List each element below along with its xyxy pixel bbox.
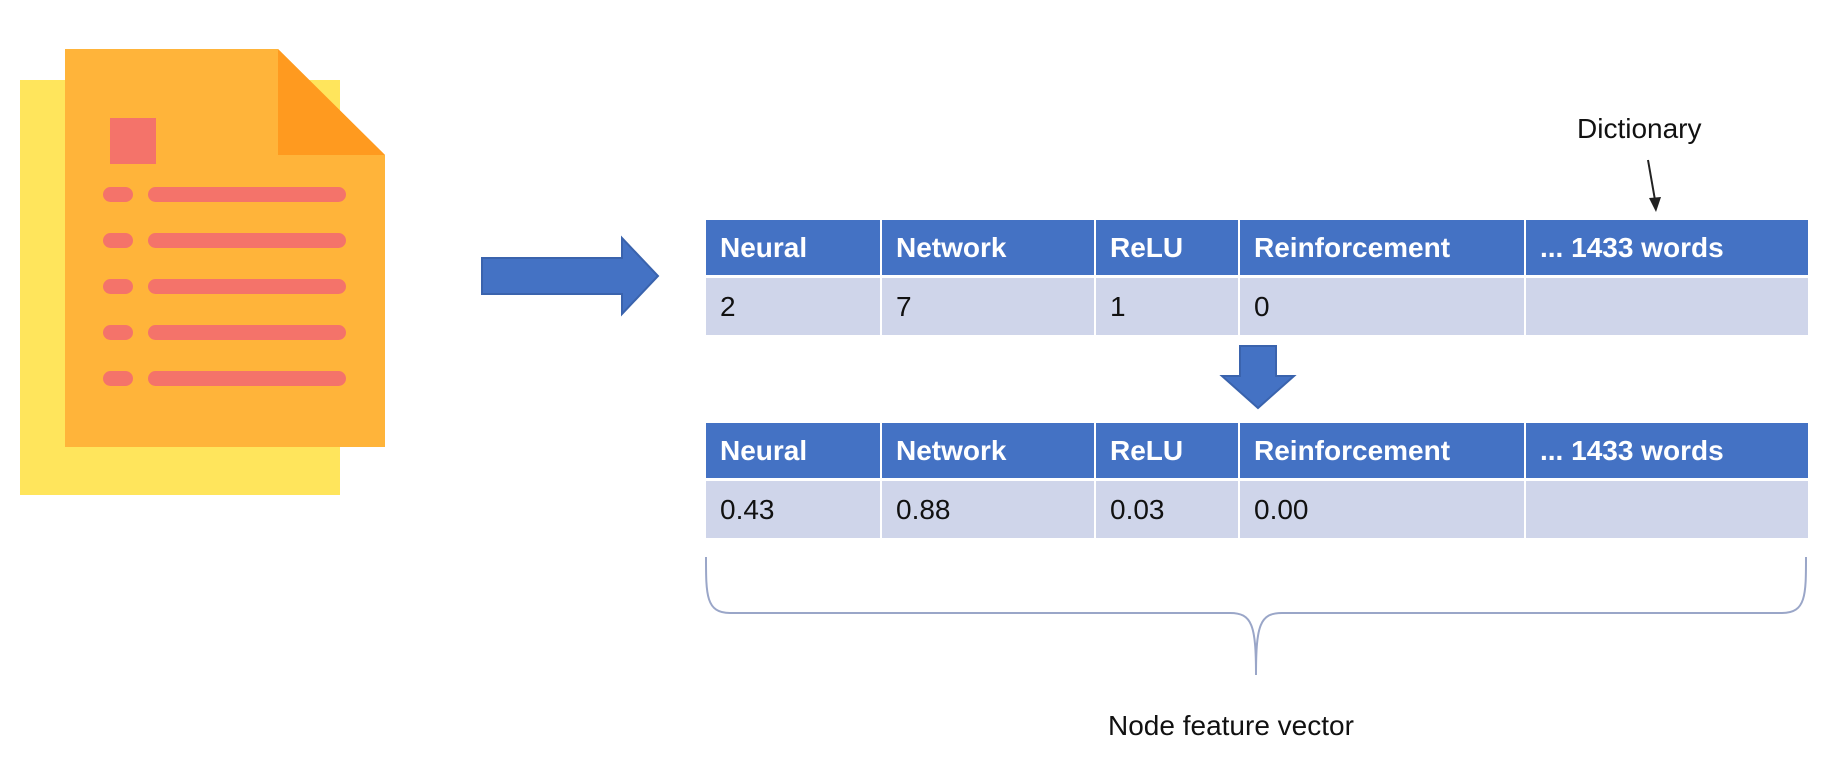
word-count-row: 2 7 1 0 (706, 278, 1808, 335)
count-cell: 2 (706, 278, 882, 335)
feature-vector-label: Node feature vector (1108, 710, 1354, 741)
column-header: ... 1433 words (1525, 423, 1808, 478)
down-arrow-icon (1219, 345, 1297, 410)
doc-lines (103, 187, 346, 386)
column-header: Network (881, 423, 1096, 478)
column-header: Neural (706, 423, 882, 478)
column-header: Network (881, 220, 1096, 275)
dictionary-label: Dictionary (1577, 113, 1702, 144)
count-cell: 7 (881, 278, 1096, 335)
column-header: ReLU (1095, 220, 1240, 275)
column-header: Reinforcement (1239, 220, 1526, 275)
dictionary-pointer-arrow (1647, 159, 1661, 212)
page-fold (278, 49, 385, 155)
column-header: Neural (706, 220, 882, 275)
document-icon (20, 49, 385, 495)
feature-cell (1525, 481, 1808, 538)
doc-square (110, 118, 156, 164)
column-header: ReLU (1095, 423, 1240, 478)
feature-cell: 0.43 (706, 481, 882, 538)
column-header: Reinforcement (1239, 423, 1526, 478)
right-arrow-icon (481, 235, 660, 317)
feature-table: Neural Network ReLU Reinforcement ... 14… (706, 423, 1808, 538)
feature-row: 0.43 0.88 0.03 0.00 (706, 481, 1808, 538)
feature-header-row: Neural Network ReLU Reinforcement ... 14… (706, 423, 1808, 478)
feature-cell: 0.03 (1095, 481, 1240, 538)
column-header: ... 1433 words (1525, 220, 1808, 275)
feature-cell: 0.00 (1239, 481, 1526, 538)
count-cell: 0 (1239, 278, 1526, 335)
word-count-table: Neural Network ReLU Reinforcement ... 14… (706, 220, 1808, 335)
count-cell: 1 (1095, 278, 1240, 335)
count-cell (1525, 278, 1808, 335)
curly-brace (705, 556, 1807, 676)
word-count-header-row: Neural Network ReLU Reinforcement ... 14… (706, 220, 1808, 275)
feature-cell: 0.88 (881, 481, 1096, 538)
